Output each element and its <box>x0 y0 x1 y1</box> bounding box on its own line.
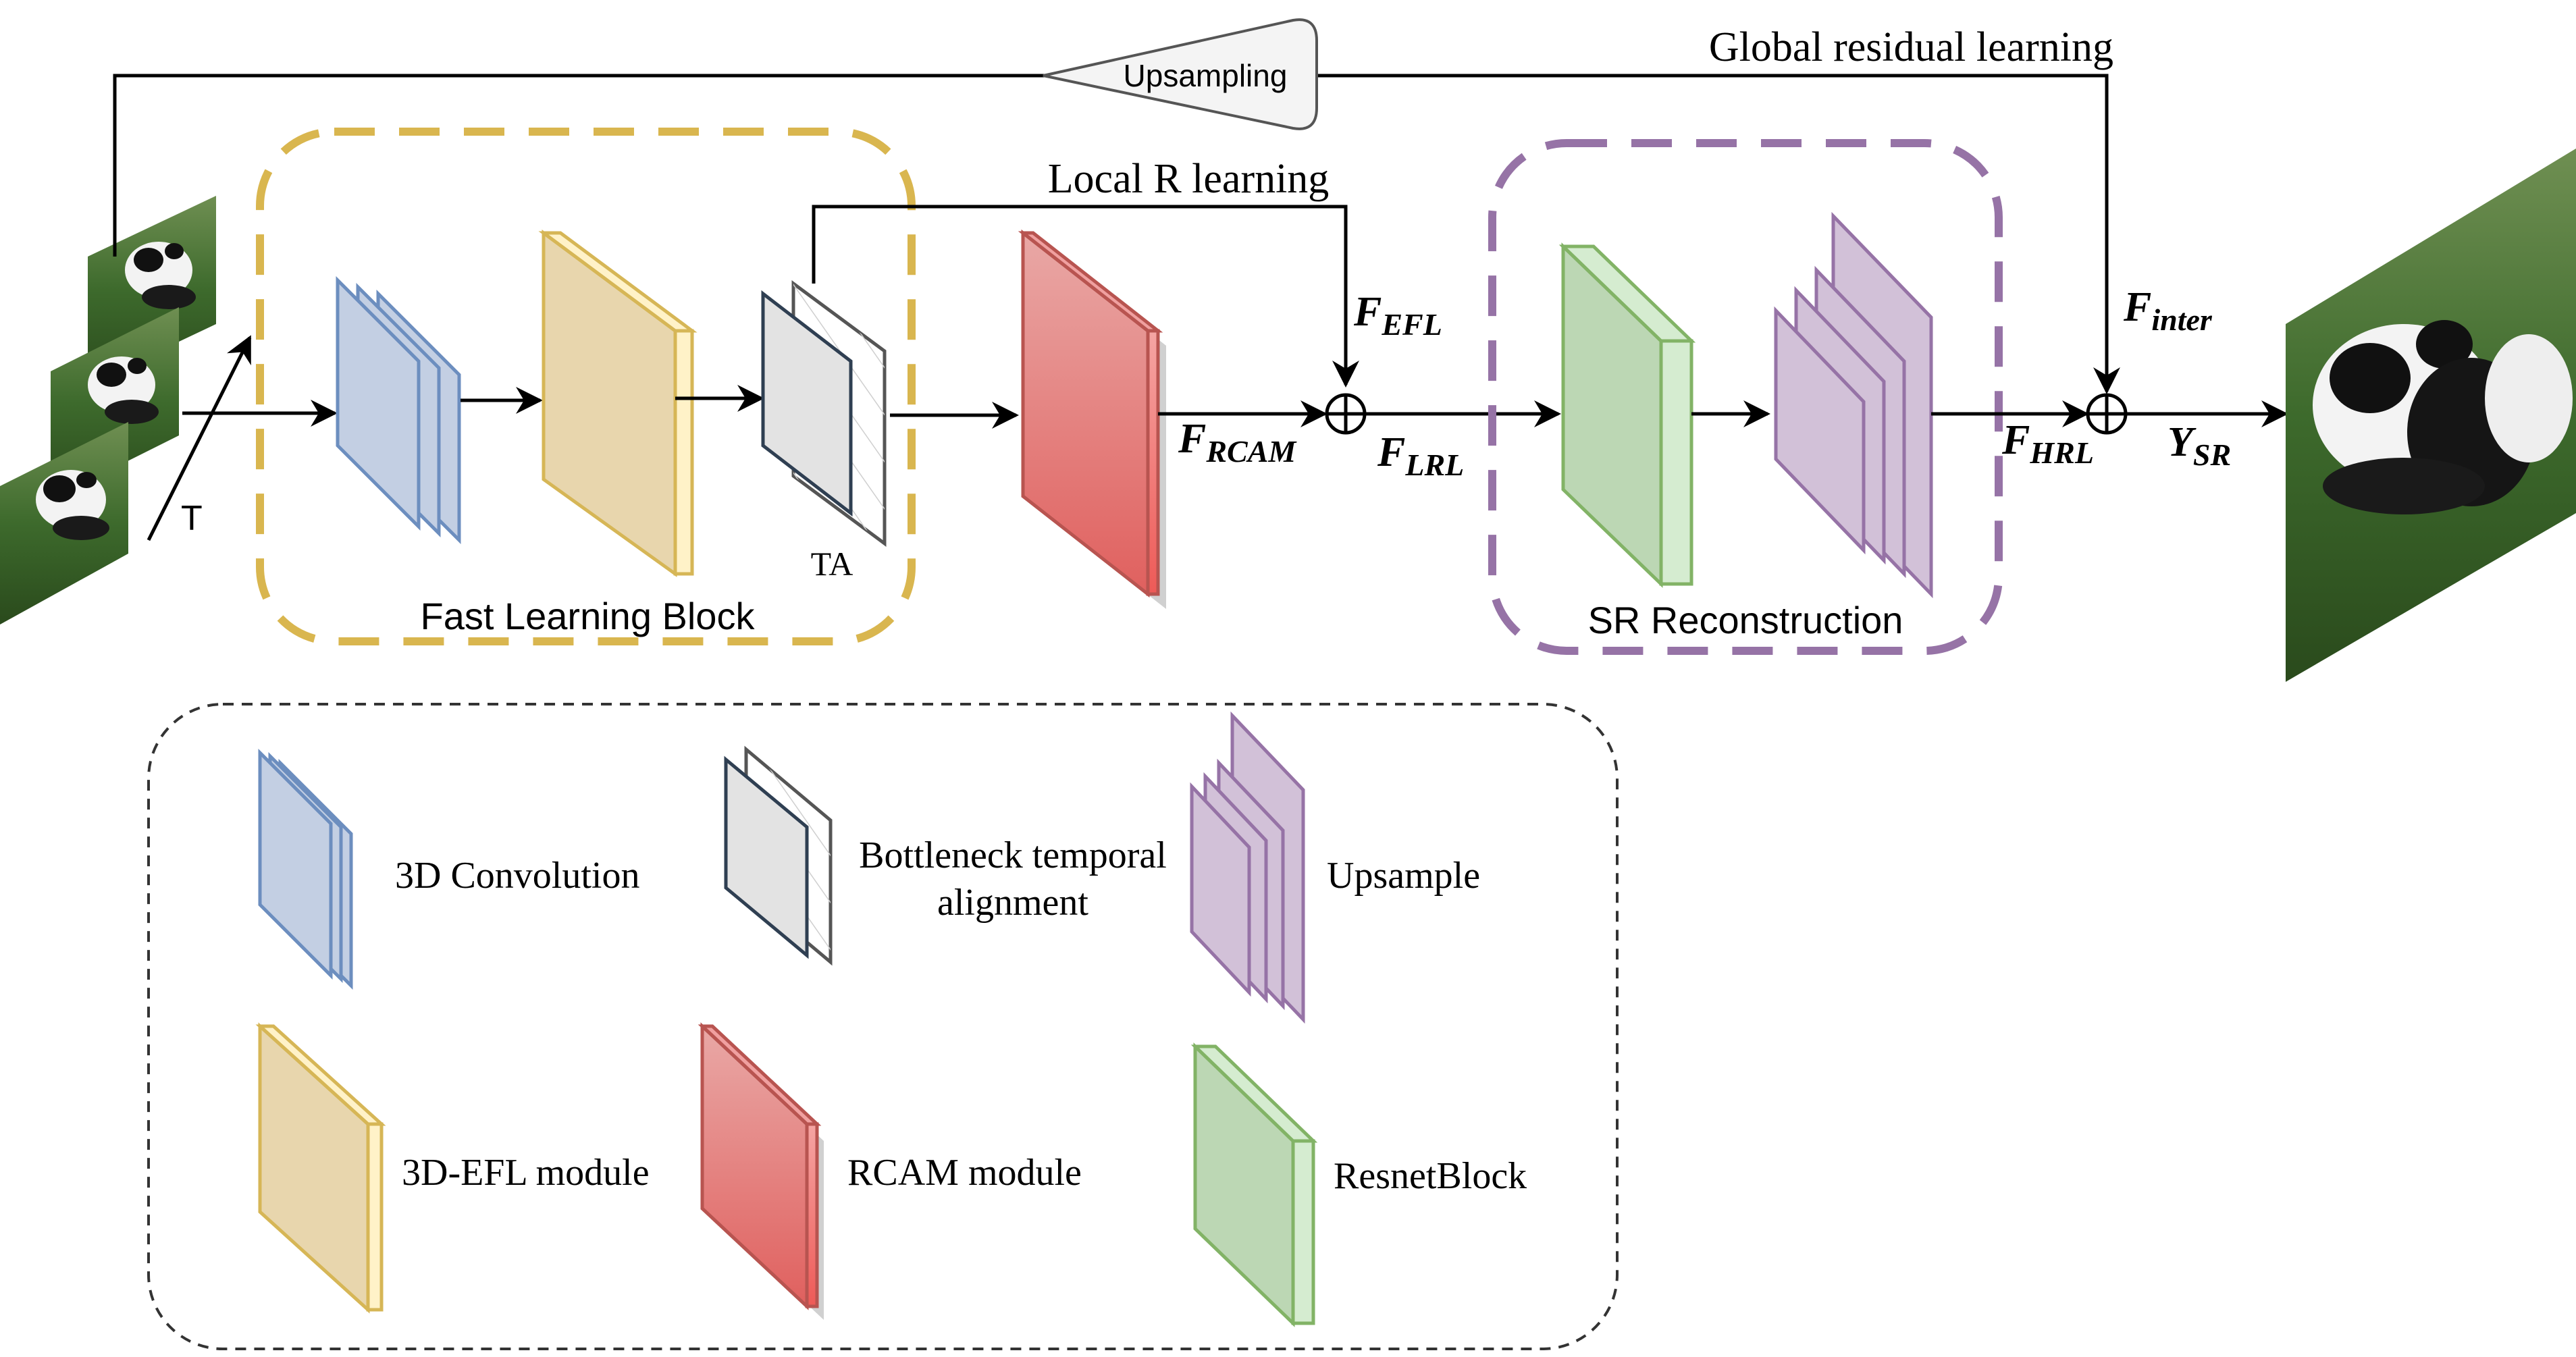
legend-rcam-label: RCAM module <box>847 1152 1082 1194</box>
legend-conv3d-label: 3D Convolution <box>395 855 639 897</box>
upsample-block <box>1774 211 1933 599</box>
legend-upsample-icon <box>1190 711 1305 1024</box>
y-sr-label: YSR <box>2167 419 2231 472</box>
legend-resnet-label: ResnetBlock <box>1334 1155 1527 1197</box>
conv3d-block <box>336 275 461 545</box>
fast-learning-block-border <box>256 128 916 645</box>
legend-efl-icon <box>255 1022 386 1314</box>
input-frames <box>0 196 216 624</box>
legend-box <box>147 703 1619 1350</box>
global-residual-line <box>113 74 1047 257</box>
output-image <box>2286 149 2576 682</box>
local-residual-line <box>812 205 1359 388</box>
ta-block <box>761 280 887 547</box>
resnet-block <box>1558 242 1696 588</box>
legend-bottleneck-label-line2: alignment <box>937 882 1088 924</box>
local-r-learning-label: Local R learning <box>1048 156 1330 202</box>
f-rcam-label: FRCAM <box>1178 416 1297 469</box>
ta-label: TA <box>811 545 853 583</box>
f-lrl-label: FLRL <box>1377 429 1464 482</box>
global-residual-line-right <box>1313 74 2120 394</box>
legend-efl-label: 3D-EFL module <box>402 1152 650 1194</box>
global-residual-label: Global residual learning <box>1709 24 2113 70</box>
f-efl-label: FEFL <box>1353 289 1442 342</box>
sum-node-global <box>2086 393 2128 435</box>
t-axis-label: T <box>181 499 203 538</box>
efl-block <box>538 230 698 577</box>
legend-bottleneck-label-line1: Bottleneck temporal <box>859 834 1167 876</box>
legend-rcam-icon <box>698 1022 824 1320</box>
f-hrl-label: FHRL <box>2001 417 2094 470</box>
upsampling-block <box>1043 18 1318 130</box>
legend-upsample-label: Upsample <box>1327 855 1480 897</box>
upsampling-label: Upsampling <box>1124 58 1288 93</box>
sum-node-local <box>1325 393 1367 435</box>
legend-resnet-icon <box>1190 1042 1318 1327</box>
rcam-block <box>1018 229 1166 609</box>
input-frame-1 <box>0 422 128 624</box>
f-inter-label: Finter <box>2123 284 2213 337</box>
legend-bottleneck-icon <box>724 745 833 966</box>
sr-reconstruction-label: SR Reconstruction <box>1588 599 1903 641</box>
t-axis-arrow <box>147 335 252 541</box>
fast-learning-block-label: Fast Learning Block <box>421 595 756 637</box>
legend-conv3d-icon <box>258 748 353 990</box>
sr-reconstruction-border <box>1488 139 2003 655</box>
